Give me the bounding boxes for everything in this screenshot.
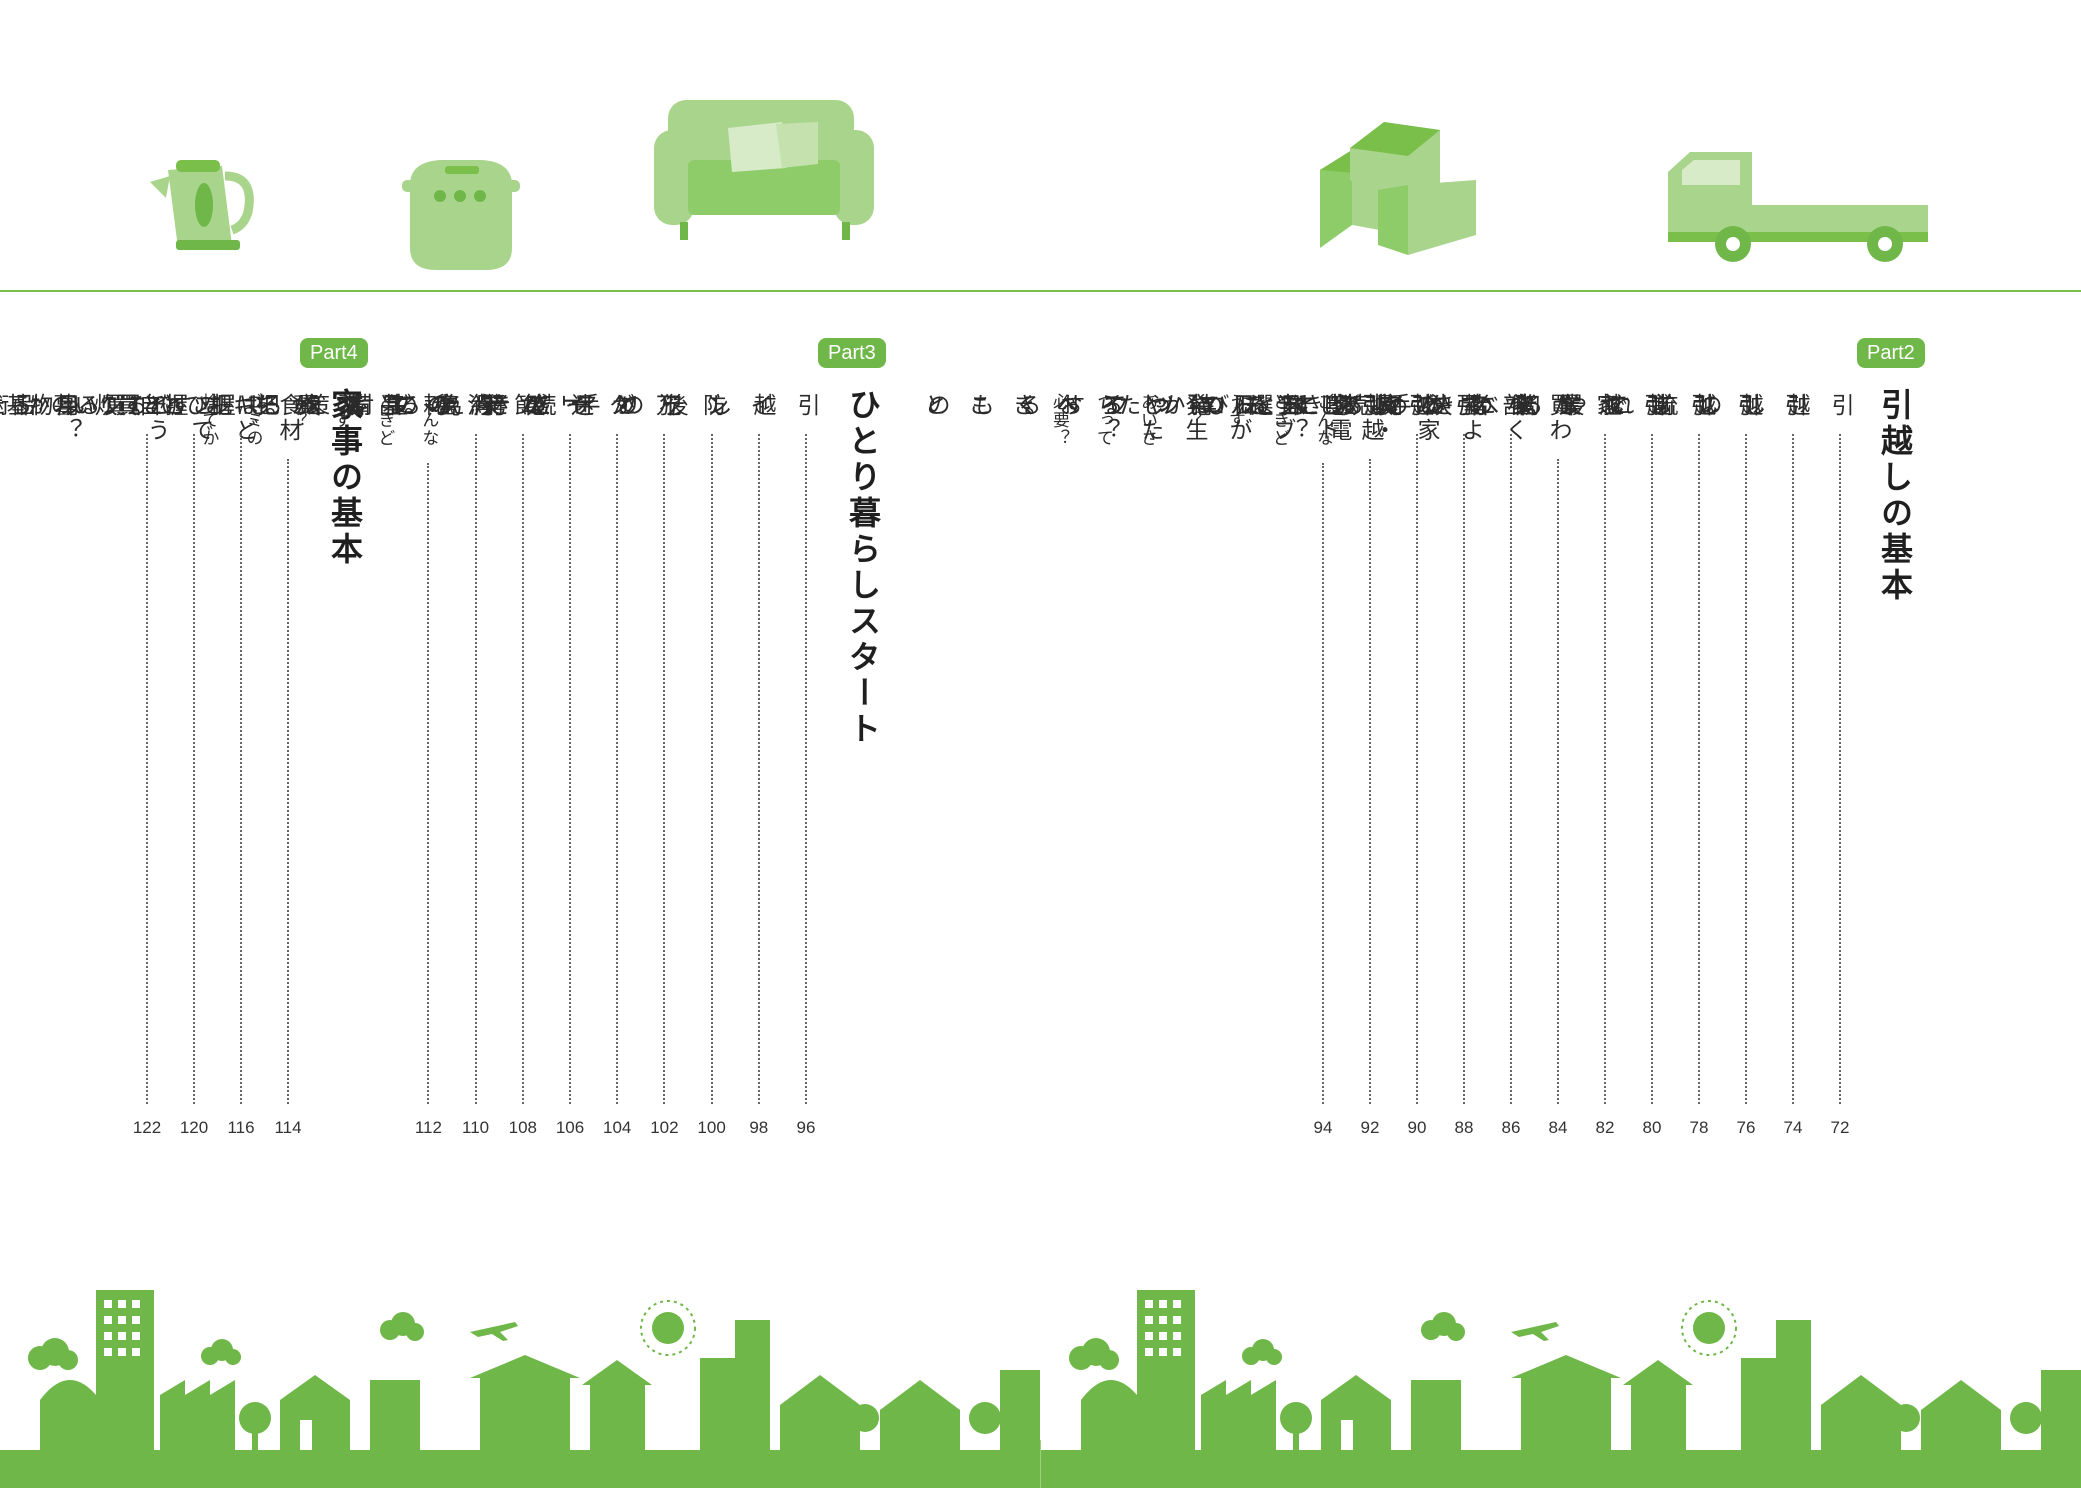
toc-page-number: 108: [508, 1118, 537, 1137]
toc-page-number: 94: [1313, 1118, 1333, 1137]
toc-leader-dots: [1839, 434, 1841, 1104]
toc-page-number: 100: [697, 1118, 726, 1137]
toc-entry-title: 家から持っていくもの: [1196, 393, 1618, 418]
toc-page-number: 104: [603, 1118, 632, 1137]
toc-page-number: 74: [1783, 1118, 1803, 1137]
toc-entry-title: インテリアを考える: [393, 393, 772, 418]
toc-entry-title: 引越し前にやるべき手続き: [1296, 393, 1806, 418]
toc-leader-dots: [710, 434, 713, 1104]
part2-badge: Part2: [1857, 338, 1925, 368]
toc-leader-dots: [146, 434, 148, 1104]
toc-page-number: 92: [1360, 1118, 1380, 1137]
toc-entry-title: 引越し業者と交渉するコツ: [1155, 393, 1665, 418]
truck-icon: [1668, 152, 1928, 262]
book-spine: [1040, 1440, 1041, 1488]
toc-leader-dots: [1322, 463, 1324, 1104]
toc-page-number: 122: [132, 1118, 162, 1137]
toc-entry-title: こんなときどうする？ ゴミの捨てかた: [154, 393, 439, 447]
toc-leader-dots: [1698, 434, 1700, 1104]
toc-leader-dots: [1463, 434, 1465, 1104]
toc-leader-dots: [1557, 459, 1559, 1104]
toc-entry-title: 引越し当日に持っておくもの: [923, 393, 1477, 418]
toc-page-number: 102: [650, 1118, 679, 1137]
rice-cooker-icon: [402, 160, 520, 270]
toc-entry-title: 引越しトラブルが発生したら？: [1093, 393, 1383, 443]
toc-entry-title: 引越しで最初に決めること: [1249, 393, 1759, 418]
part2-title: 引越しの基本: [1876, 388, 1914, 604]
toc-entry-title: 買わなくてよい家具・家電は？: [1281, 393, 1571, 443]
toc-leader-dots: [240, 434, 242, 1104]
toc-entry-title: 節約の基本ルールと買い物術: [0, 393, 536, 418]
toc-entry-title: 1カ月の生活費を把握する: [73, 393, 583, 418]
toc-page-number: 112: [414, 1118, 442, 1137]
toc-page-number: 76: [1736, 1118, 1756, 1137]
sofa-icon: [654, 100, 874, 240]
toc-entry-title: 引越し当日にやるべきこと: [920, 393, 1430, 418]
toc-leader-dots: [663, 434, 666, 1104]
toc-page-number: 78: [1689, 1118, 1709, 1137]
toc-page-number: 88: [1454, 1118, 1474, 1137]
toc-page-number: 96: [796, 1118, 816, 1137]
toc-leader-dots: [474, 434, 477, 1104]
toc-page-number: 114: [274, 1118, 302, 1137]
toc-page-number: 98: [749, 1118, 769, 1137]
toc-entry-title: 食材はどこでどう買う？: [55, 393, 301, 443]
toc-leader-dots: [193, 434, 195, 1104]
toc-leader-dots: [616, 434, 619, 1104]
part3-title: ひとり暮らしスタート: [844, 388, 882, 748]
toc-leader-dots: [757, 434, 760, 1104]
toc-entry-title: 引越し業者のタイプと選びかた: [1114, 393, 1712, 418]
toc-entry-title: 引越し後の手続き: [485, 393, 819, 418]
toc-page-number: 84: [1548, 1118, 1568, 1137]
toc-page-number: 80: [1642, 1118, 1662, 1137]
toc-entry-title: キッチン用品をそろえる: [8, 393, 254, 418]
toc-leader-dots: [805, 434, 807, 1104]
toc-entry-title: 防犯と迷惑行為の対策: [302, 393, 725, 418]
part3-badge: Part3: [818, 338, 886, 368]
toc-leader-dots: [1745, 434, 1747, 1104]
toc-entry-title: 消耗品のかしこい買いかたと節約: [0, 393, 489, 418]
toc-page-number: 82: [1595, 1118, 1615, 1137]
toc-entry-title: 部屋の状態をチェックする: [1014, 393, 1524, 418]
header-rule: [0, 290, 2081, 292]
toc-leader-dots: [1416, 434, 1418, 1104]
toc-leader-dots: [521, 434, 524, 1104]
toc-entry-title: 引越しの流れ: [1607, 393, 1853, 418]
cardboard-boxes-icon: [1320, 122, 1476, 255]
kettle-icon: [150, 160, 254, 250]
toc-leader-dots: [569, 434, 571, 1104]
toc-leader-dots: [287, 459, 289, 1104]
part4-badge: Part4: [300, 338, 368, 368]
toc-page-number: 90: [1407, 1118, 1427, 1137]
toc-page-number: 72: [1830, 1118, 1850, 1137]
toc-page-number: 106: [555, 1118, 585, 1137]
toc-entry-title: 自炊の基本: [2, 393, 160, 418]
toc-leader-dots: [1604, 434, 1606, 1104]
toc-page-number: 110: [462, 1118, 490, 1137]
toc-leader-dots: [1369, 459, 1371, 1104]
toc-entry-title: ひとり暮らしの調味料: [5, 393, 207, 418]
toc-entry-title: 万が一の災害に備える: [255, 393, 678, 418]
toc-leader-dots: [1651, 434, 1653, 1104]
toc-leader-dots: [1792, 434, 1794, 1104]
toc-page-number: 116: [227, 1118, 255, 1137]
toc-page-number: 86: [1501, 1118, 1521, 1137]
toc-entry-title: こんなときどうする？ あいさつって必要？: [1049, 393, 1333, 447]
toc-leader-dots: [1510, 434, 1512, 1104]
toc-leader-dots: [427, 463, 430, 1104]
part4-title: 家事の基本: [326, 388, 364, 568]
toc-entry-title: タイムテーブルを把握する: [120, 393, 631, 418]
toc-page-number: 120: [179, 1118, 209, 1137]
